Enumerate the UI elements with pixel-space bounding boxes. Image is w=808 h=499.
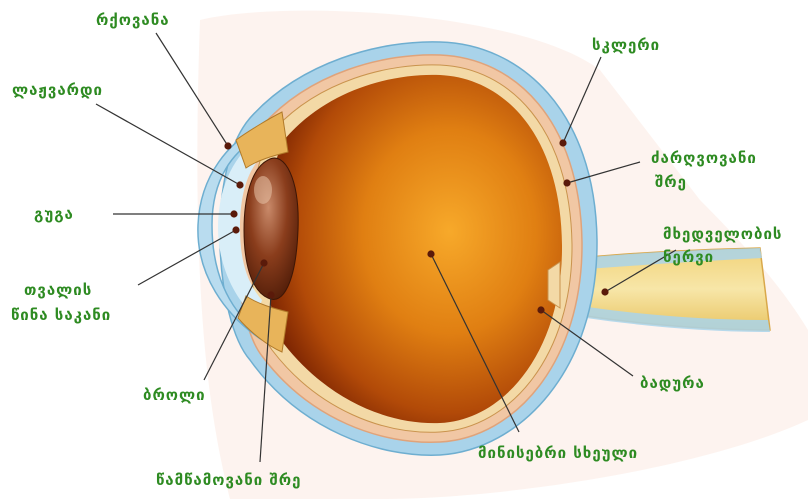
- label-cornea: რქოვანა: [96, 10, 170, 30]
- label-anterior-chamber-line1: თვალის: [24, 280, 92, 300]
- label-vitreous-body: მინისებრი სხეული: [478, 443, 638, 463]
- label-lens: ბროლი: [143, 385, 206, 405]
- label-ciliary-body: წამწამოვანი შრე: [156, 470, 301, 490]
- vitreous-body: [266, 75, 562, 423]
- label-choroid-line2: შრე: [655, 172, 687, 192]
- label-retina: ბადურა: [640, 373, 705, 393]
- label-choroid-line1: ძარღვოვანი: [651, 148, 757, 168]
- optic-disc: [548, 262, 560, 308]
- label-pupil: გუგა: [34, 204, 74, 224]
- label-sclera: სკლერი: [592, 35, 660, 55]
- label-iris: ლაჟვარდი: [12, 80, 103, 100]
- lens-shape: [244, 158, 298, 299]
- label-optic-nerve-line1: მხედველობის: [663, 224, 782, 244]
- label-anterior-chamber-line2: წინა საკანი: [11, 305, 111, 325]
- label-optic-nerve-line2: ნერვი: [663, 247, 714, 267]
- lens-highlight: [254, 176, 272, 204]
